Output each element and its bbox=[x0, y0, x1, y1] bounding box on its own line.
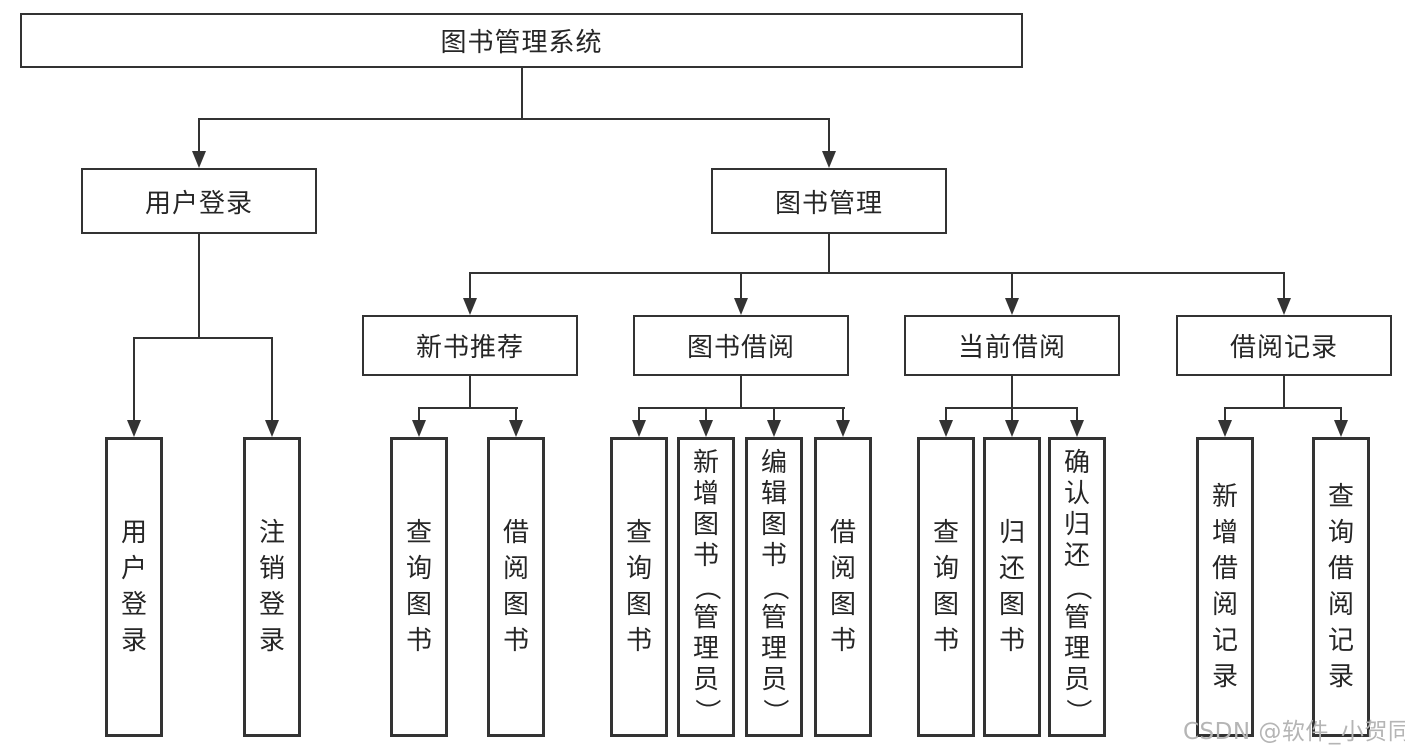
leaf-user-login: 用户登录 bbox=[105, 437, 163, 737]
leaf-query-books-borrow-label: 查询图书 bbox=[625, 518, 652, 656]
leaf-confirm-return-admin-label: 确认归还（管理员） bbox=[1062, 447, 1093, 725]
csdn-watermark: CSDN @软件_小贺同学 bbox=[1183, 719, 1405, 745]
node-book-borrow: 图书借阅 bbox=[633, 315, 849, 376]
leaf-add-books-admin: 新增图书（管理员） bbox=[677, 437, 735, 737]
leaf-borrow-books-recommend: 借阅图书 bbox=[487, 437, 545, 737]
connector-line bbox=[1340, 407, 1342, 423]
connector-line bbox=[638, 407, 845, 409]
node-book-borrow-label: 图书借阅 bbox=[686, 333, 795, 363]
leaf-query-books-current-label: 查询图书 bbox=[932, 518, 959, 656]
node-borrow-records-label: 借阅记录 bbox=[1229, 333, 1338, 363]
connector-line bbox=[1011, 375, 1013, 409]
connector-line bbox=[198, 118, 830, 120]
node-current-borrow: 当前借阅 bbox=[904, 315, 1120, 376]
connector-line bbox=[842, 407, 844, 423]
connector-line bbox=[469, 375, 471, 409]
arrow-down-icon bbox=[836, 420, 850, 437]
leaf-borrow-books-label: 借阅图书 bbox=[829, 518, 856, 656]
arrow-down-icon bbox=[412, 420, 426, 437]
arrow-down-icon bbox=[734, 298, 748, 315]
arrow-down-icon bbox=[1005, 298, 1019, 315]
node-user-login: 用户登录 bbox=[81, 168, 317, 234]
leaf-logout-label: 注销登录 bbox=[258, 518, 285, 656]
connector-line bbox=[740, 272, 742, 300]
node-root-label: 图书管理系统 bbox=[440, 28, 603, 58]
connector-line bbox=[418, 407, 518, 409]
connector-line bbox=[828, 118, 830, 154]
arrow-down-icon bbox=[1277, 298, 1291, 315]
leaf-add-borrow-record-label: 新增借阅记录 bbox=[1211, 482, 1238, 692]
connector-line bbox=[705, 407, 707, 423]
leaf-query-books-borrow: 查询图书 bbox=[610, 437, 668, 737]
arrow-down-icon bbox=[1218, 420, 1232, 437]
leaf-add-books-admin-label: 新增图书（管理员） bbox=[691, 447, 722, 725]
leaf-query-borrow-record: 查询借阅记录 bbox=[1312, 437, 1370, 737]
connector-line bbox=[133, 337, 135, 422]
connector-line bbox=[1224, 407, 1342, 409]
arrow-down-icon bbox=[1334, 420, 1348, 437]
node-user-login-label: 用户登录 bbox=[144, 188, 253, 219]
node-borrow-records: 借阅记录 bbox=[1176, 315, 1392, 376]
arrow-down-icon bbox=[939, 420, 953, 437]
arrow-down-icon bbox=[699, 420, 713, 437]
arrow-down-icon bbox=[127, 420, 141, 437]
arrow-down-icon bbox=[265, 420, 279, 437]
node-book-management: 图书管理 bbox=[711, 168, 947, 234]
connector-line bbox=[638, 407, 640, 423]
connector-line bbox=[1011, 407, 1013, 423]
arrow-down-icon bbox=[1005, 420, 1019, 437]
connector-line bbox=[1076, 407, 1078, 423]
leaf-query-books-recommend-label: 查询图书 bbox=[405, 518, 432, 656]
arrow-down-icon bbox=[822, 151, 836, 168]
arrow-down-icon bbox=[632, 420, 646, 437]
arrow-down-icon bbox=[767, 420, 781, 437]
leaf-borrow-books: 借阅图书 bbox=[814, 437, 872, 737]
leaf-edit-books-admin-label: 编辑图书（管理员） bbox=[759, 447, 790, 725]
connector-line bbox=[740, 375, 742, 409]
connector-line bbox=[1011, 272, 1013, 300]
connector-line bbox=[515, 407, 517, 423]
connector-line bbox=[271, 337, 273, 422]
node-current-borrow-label: 当前借阅 bbox=[957, 333, 1066, 363]
leaf-query-books-recommend: 查询图书 bbox=[390, 437, 448, 737]
arrow-down-icon bbox=[463, 298, 477, 315]
node-book-management-label: 图书管理 bbox=[774, 188, 883, 219]
connector-line bbox=[469, 272, 471, 300]
arrow-down-icon bbox=[192, 151, 206, 168]
node-new-book-recommend: 新书推荐 bbox=[362, 315, 578, 376]
leaf-query-books-current: 查询图书 bbox=[917, 437, 975, 737]
arrow-down-icon bbox=[509, 420, 523, 437]
leaf-borrow-books-recommend-label: 借阅图书 bbox=[502, 518, 529, 656]
node-new-book-recommend-label: 新书推荐 bbox=[415, 333, 524, 363]
connector-line bbox=[133, 337, 273, 339]
connector-line bbox=[198, 118, 200, 154]
connector-line bbox=[1224, 407, 1226, 423]
connector-line bbox=[945, 407, 947, 423]
connector-line bbox=[521, 68, 523, 120]
leaf-return-books-label: 归还图书 bbox=[998, 518, 1025, 656]
connector-line bbox=[469, 272, 1285, 274]
connector-line bbox=[828, 234, 830, 274]
leaf-add-borrow-record: 新增借阅记录 bbox=[1196, 437, 1254, 737]
connector-line bbox=[773, 407, 775, 423]
connector-line bbox=[418, 407, 420, 423]
connector-line bbox=[1283, 272, 1285, 300]
leaf-query-borrow-record-label: 查询借阅记录 bbox=[1327, 482, 1354, 692]
leaf-edit-books-admin: 编辑图书（管理员） bbox=[745, 437, 803, 737]
leaf-user-login-label: 用户登录 bbox=[120, 518, 147, 656]
connector-line bbox=[198, 234, 200, 339]
node-root: 图书管理系统 bbox=[20, 13, 1023, 68]
leaf-confirm-return-admin: 确认归还（管理员） bbox=[1048, 437, 1106, 737]
leaf-return-books: 归还图书 bbox=[983, 437, 1041, 737]
connector-line bbox=[1283, 375, 1285, 409]
leaf-logout: 注销登录 bbox=[243, 437, 301, 737]
arrow-down-icon bbox=[1070, 420, 1084, 437]
